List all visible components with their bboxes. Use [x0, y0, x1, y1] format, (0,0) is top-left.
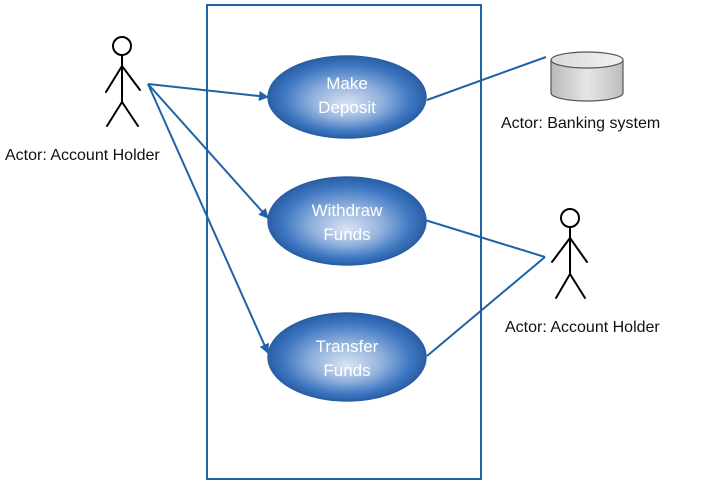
- association-line-banking-system: [426, 56, 547, 101]
- association-line-withdraw-holder: [424, 219, 546, 258]
- use-case-label: Withdraw: [312, 201, 384, 220]
- use-case-label: Funds: [323, 361, 370, 380]
- actor-secondary[interactable]: Actor: Account Holder: [505, 208, 660, 336]
- actor-label: Actor: Banking system: [501, 115, 660, 132]
- actor-banking-system[interactable]: Actor: Banking system: [501, 51, 660, 132]
- database-cylinder-icon: [550, 51, 624, 102]
- association-arrow-withdraw-funds: [147, 83, 269, 219]
- actor-label: Actor: Account Holder: [505, 319, 660, 336]
- use-case-transfer-funds[interactable]: Transfer Funds: [267, 312, 427, 402]
- use-case-withdraw-funds[interactable]: Withdraw Funds: [267, 176, 427, 266]
- actor-label: Actor: Account Holder: [5, 147, 160, 164]
- actor-primary[interactable]: Actor: Account Holder: [5, 36, 160, 164]
- association-arrow-make-deposit: [147, 83, 269, 102]
- association-arrow-transfer-funds: [147, 83, 269, 354]
- actor-stick-figure-icon: [105, 36, 141, 127]
- actor-stick-figure-icon: [551, 208, 588, 299]
- use-case-label: Funds: [323, 225, 370, 244]
- association-line-transfer-holder: [426, 256, 546, 357]
- system-boundary: [206, 4, 482, 480]
- use-case-make-deposit[interactable]: Make Deposit: [267, 55, 427, 139]
- use-case-label: Deposit: [318, 98, 376, 117]
- use-case-label: Transfer: [316, 337, 379, 356]
- use-case-label: Make: [326, 74, 368, 93]
